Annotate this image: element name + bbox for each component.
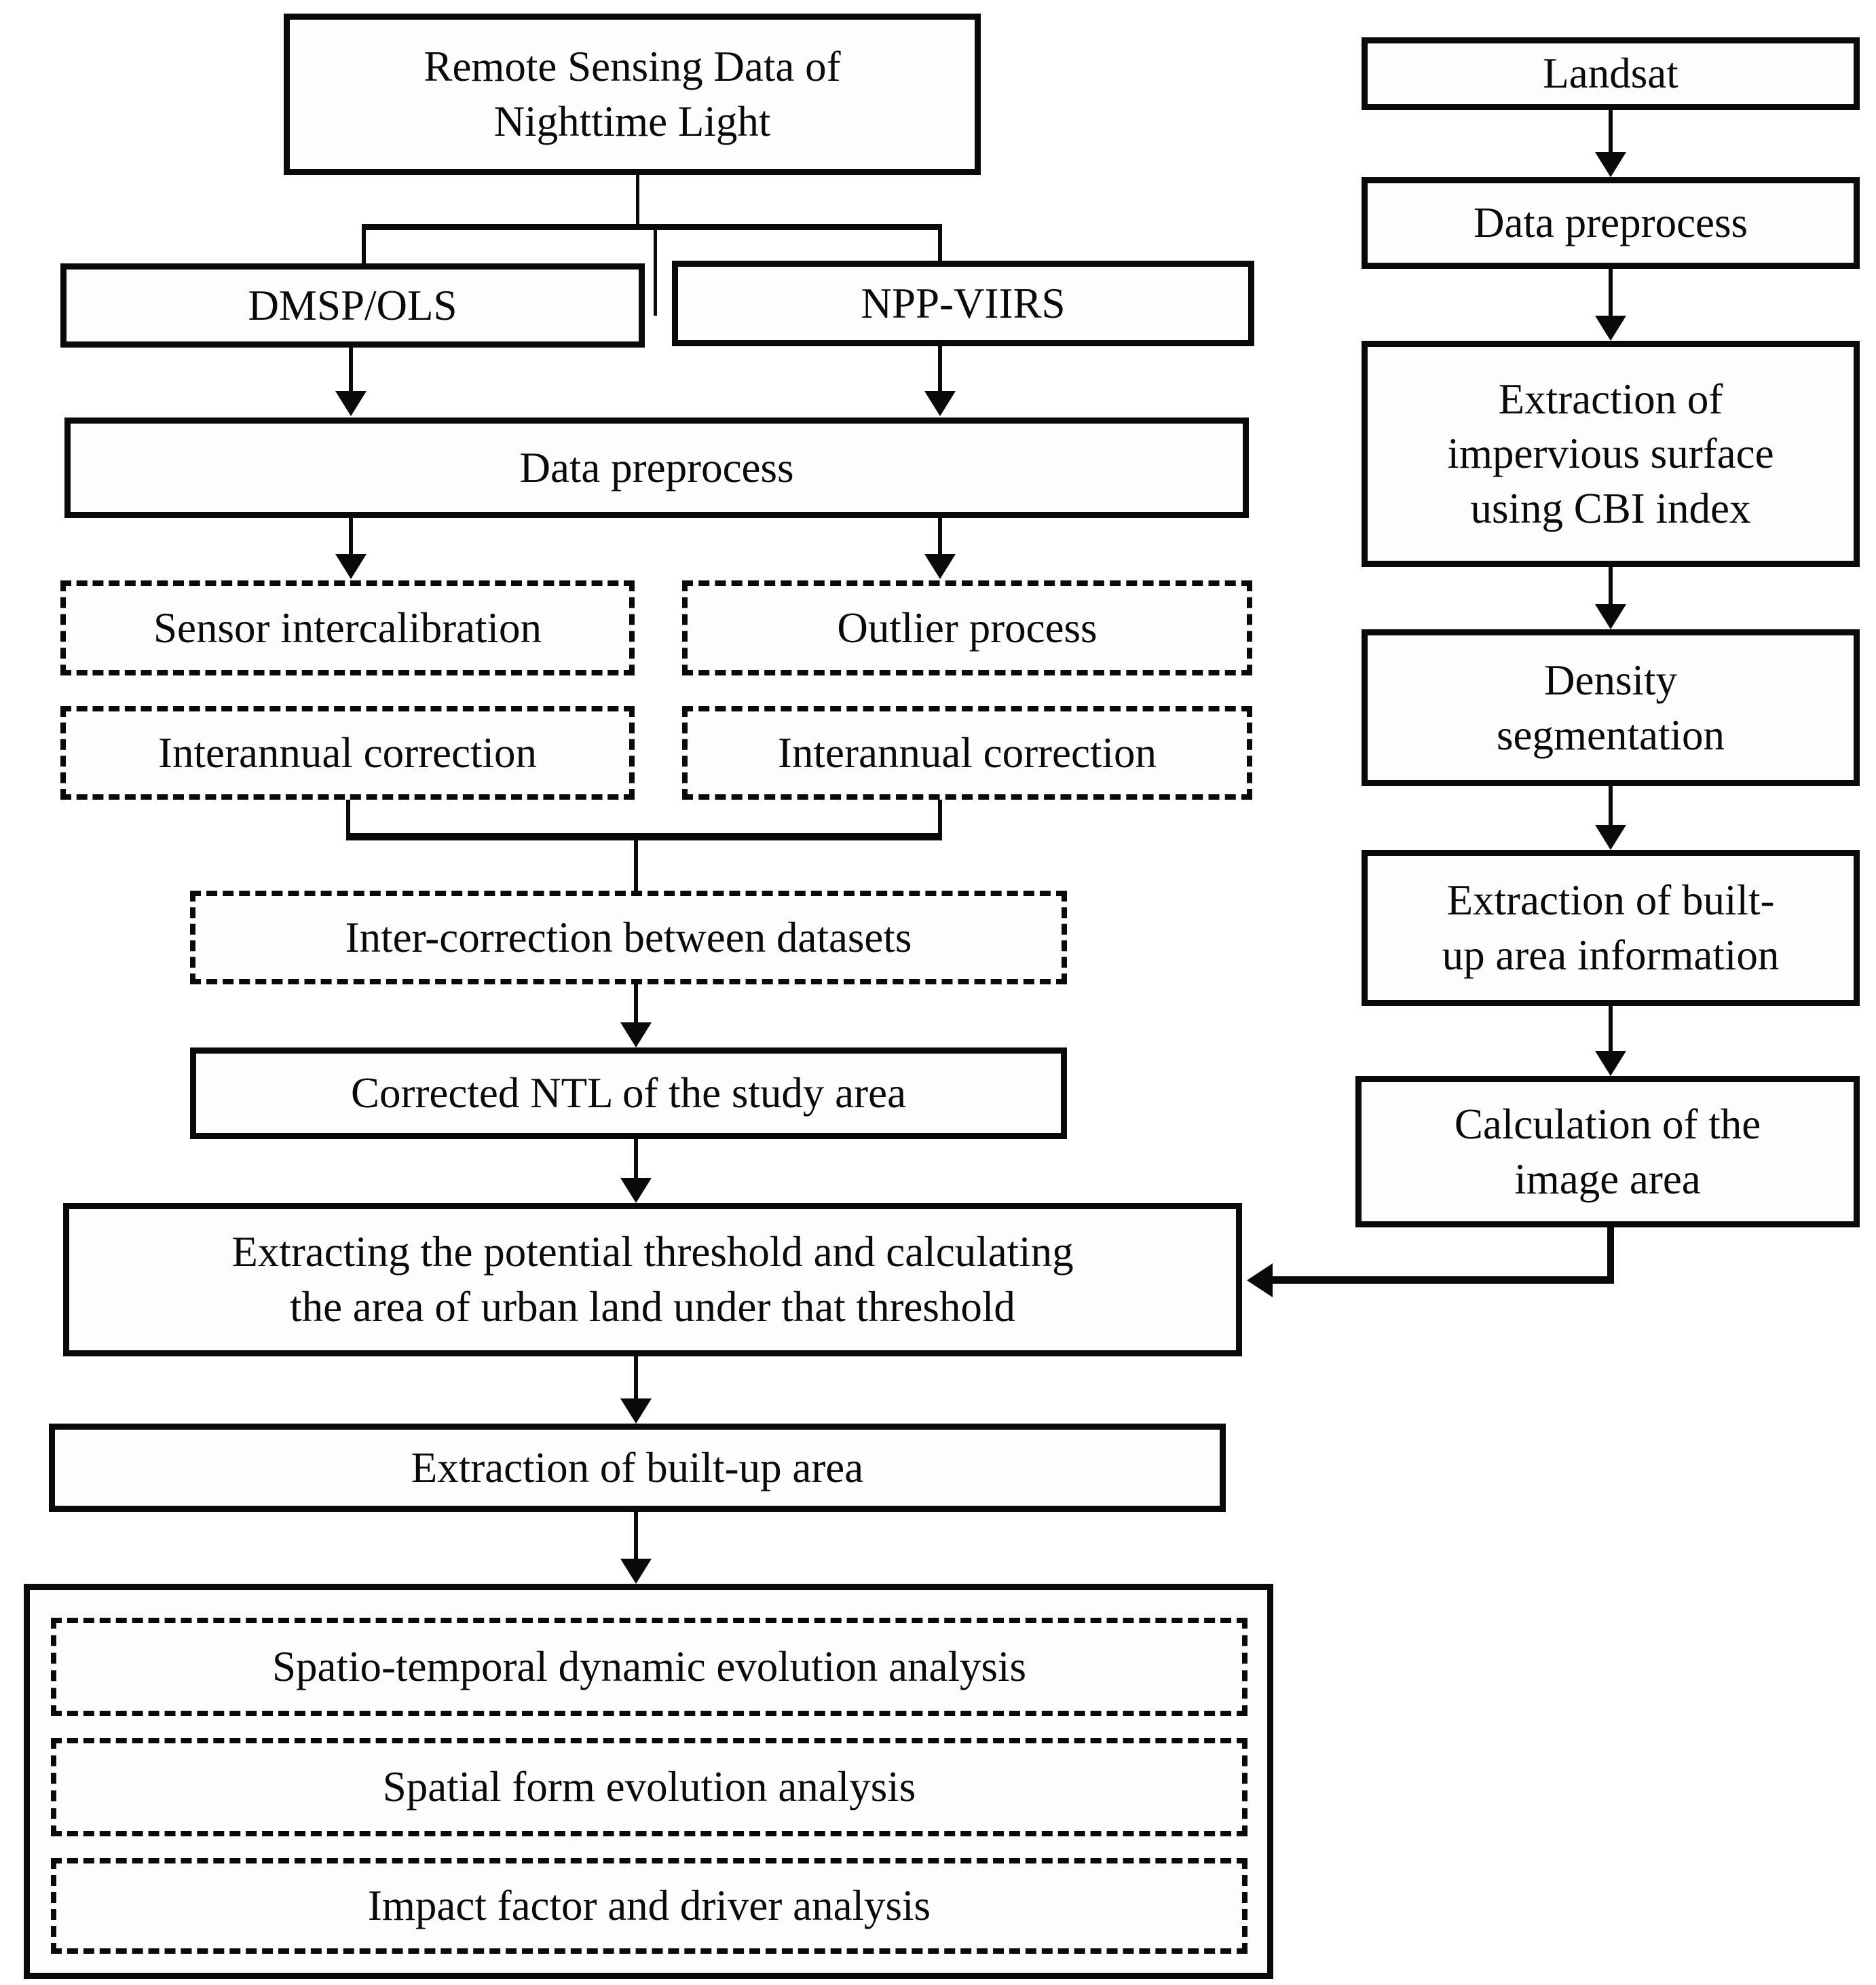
arrow-viirs-to-preprocess (938, 346, 942, 392)
arrow-calculation-to-threshold (1272, 1276, 1614, 1284)
box-image-area-calculation-line2: image area (1514, 1155, 1701, 1203)
box-interannual-correction-left-label: Interannual correction (158, 728, 537, 777)
box-builtup-info-extraction-line1: Extraction of built- (1446, 876, 1775, 925)
connector-branch-stub-right (938, 227, 942, 262)
box-interannual-correction-right-label: Interannual correction (778, 728, 1157, 777)
connector-branch-stub-left (362, 227, 366, 265)
box-density-segmentation: Density segmentation (1362, 629, 1860, 786)
arrow-correctedntl-to-threshold (634, 1139, 638, 1179)
arrow-preprocess-to-sensor (349, 518, 353, 555)
box-image-area-calculation-line1: Calculation of the (1454, 1100, 1761, 1148)
arrow-dmsp-to-preprocess (349, 348, 353, 392)
box-extraction-builtup-area: Extraction of built-up area (49, 1424, 1226, 1512)
box-spatio-temporal-analysis-label: Spatio-temporal dynamic evolution analys… (271, 1643, 1027, 1691)
box-impervious-extraction: Extraction of impervious surface using C… (1362, 341, 1860, 567)
box-image-area-calculation: Calculation of the image area (1355, 1076, 1860, 1227)
box-impervious-extraction-line1: Extraction of (1498, 375, 1723, 423)
box-corrected-ntl-label: Corrected NTL of the study area (350, 1069, 907, 1117)
box-dmsp-ols-label: DMSP/OLS (248, 281, 457, 329)
box-inter-correction-datasets: Inter-correction between datasets (190, 891, 1067, 984)
box-interannual-correction-left: Interannual correction (60, 706, 635, 800)
box-builtup-info-extraction-line2: up area information (1442, 931, 1780, 979)
connector-merge-center-drop (634, 837, 638, 891)
box-outlier-process: Outlier process (682, 580, 1252, 675)
box-spatial-form-analysis: Spatial form evolution analysis (51, 1738, 1247, 1836)
connector-interannual-right-drop (938, 800, 942, 837)
arrow-landsat-to-preprocess (1609, 110, 1613, 153)
connector-interannual-merge-horizontal (346, 833, 942, 840)
connector-ntl-drop (636, 175, 639, 225)
box-spatio-temporal-analysis: Spatio-temporal dynamic evolution analys… (51, 1618, 1247, 1716)
box-dmsp-ols: DMSP/OLS (60, 263, 645, 348)
box-extraction-builtup-area-label: Extraction of built-up area (411, 1443, 864, 1491)
box-inter-correction-datasets-label: Inter-correction between datasets (345, 913, 912, 961)
arrow-preprocess-to-impervious (1609, 269, 1613, 316)
box-corrected-ntl: Corrected NTL of the study area (190, 1047, 1067, 1139)
connector-calculation-drop (1607, 1227, 1614, 1283)
box-density-segmentation-line1: Density (1544, 656, 1677, 704)
box-impervious-extraction-line3: using CBI index (1470, 484, 1751, 532)
box-remote-sensing-ntl-line1: Remote Sensing Data of (424, 43, 841, 91)
connector-branch-horizontal (362, 224, 942, 230)
box-landsat: Landsat (1362, 37, 1860, 110)
box-npp-viirs-label: NPP-VIIRS (861, 279, 1066, 327)
arrow-builtupinfo-to-calculation (1609, 1006, 1613, 1052)
box-impact-factor-analysis-label: Impact factor and driver analysis (367, 1882, 931, 1930)
box-impact-factor-analysis: Impact factor and driver analysis (51, 1858, 1247, 1954)
box-remote-sensing-ntl-line2: Nighttime Light (493, 98, 771, 145)
box-landsat-label: Landsat (1543, 50, 1678, 98)
box-data-preprocess-right-label: Data preprocess (1473, 199, 1748, 247)
box-threshold-extraction-line1: Extracting the potential threshold and c… (231, 1228, 1074, 1276)
box-builtup-info-extraction: Extraction of built- up area information (1362, 850, 1860, 1006)
box-outlier-process-label: Outlier process (837, 604, 1098, 652)
box-threshold-extraction: Extracting the potential threshold and c… (63, 1203, 1242, 1356)
arrow-preprocess-to-outlier (938, 518, 942, 555)
box-sensor-intercalibration-label: Sensor intercalibration (153, 604, 542, 652)
connector-interannual-left-drop (346, 800, 350, 837)
box-data-preprocess-left: Data preprocess (64, 418, 1249, 518)
arrow-intercorrection-to-correctedntl (634, 984, 638, 1023)
box-threshold-extraction-line2: the area of urban land under that thresh… (290, 1283, 1015, 1331)
box-remote-sensing-ntl: Remote Sensing Data of Nighttime Light (284, 14, 981, 175)
box-interannual-correction-right: Interannual correction (682, 706, 1252, 800)
box-data-preprocess-left-label: Data preprocess (519, 443, 794, 491)
box-data-preprocess-right: Data preprocess (1362, 177, 1860, 269)
arrow-threshold-to-extraction (634, 1356, 638, 1399)
connector-branch-center-dangle (654, 229, 657, 316)
box-density-segmentation-line2: segmentation (1497, 711, 1725, 759)
box-impervious-extraction-line2: impervious surface (1447, 430, 1774, 478)
arrow-impervious-to-density (1609, 567, 1613, 605)
arrow-extraction-to-analysis (634, 1512, 638, 1559)
arrow-density-to-builtupinfo (1609, 786, 1613, 825)
box-spatial-form-analysis-label: Spatial form evolution analysis (382, 1763, 916, 1811)
box-sensor-intercalibration: Sensor intercalibration (60, 580, 635, 675)
box-npp-viirs: NPP-VIIRS (672, 261, 1254, 346)
